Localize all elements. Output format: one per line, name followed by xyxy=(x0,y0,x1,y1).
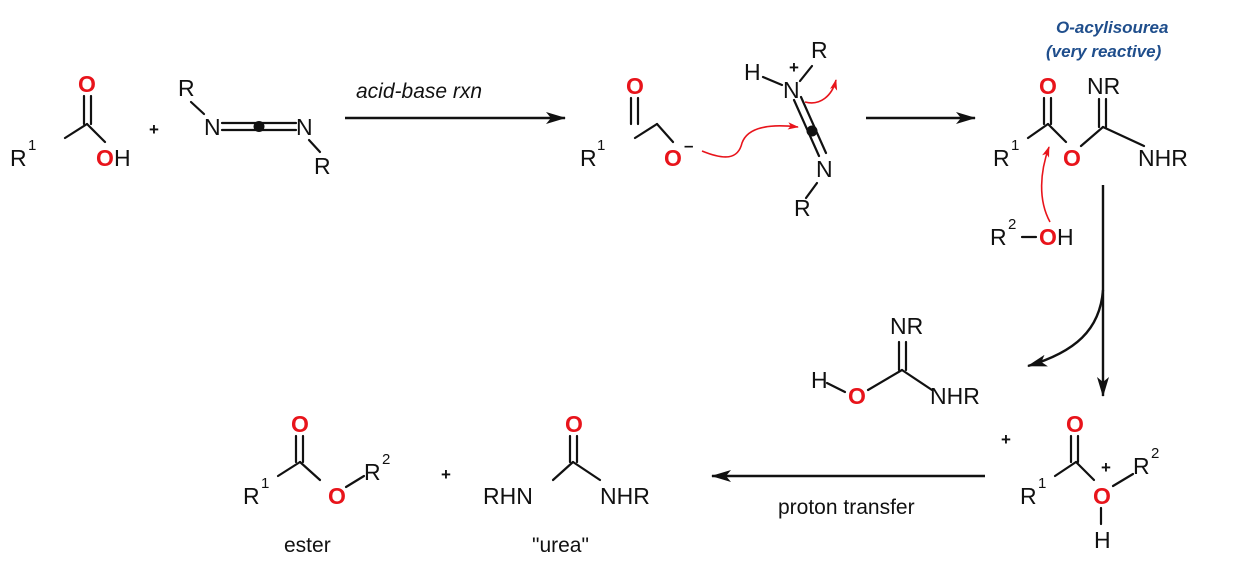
arrow-label-proton-transfer: proton transfer xyxy=(778,496,915,519)
alcohol: R 2 O H xyxy=(990,216,1074,250)
svg-text:N: N xyxy=(816,156,833,182)
svg-text:RHN: RHN xyxy=(483,483,533,509)
svg-text:R: R xyxy=(314,153,331,179)
negative-charge: – xyxy=(684,136,693,155)
positive-charge: + xyxy=(789,58,799,77)
o-acylisourea: O R 1 O NR NHR xyxy=(993,73,1188,171)
central-carbon-dot xyxy=(253,121,265,132)
isourea: NR H O NHR xyxy=(811,313,980,409)
svg-text:NHR: NHR xyxy=(1138,145,1188,171)
urea: O RHN NHR xyxy=(483,411,650,509)
svg-text:R: R xyxy=(1133,453,1150,479)
svg-text:N: N xyxy=(783,77,800,103)
carboxylate: O R 1 O – xyxy=(580,73,693,171)
svg-text:1: 1 xyxy=(1011,137,1019,154)
svg-text:1: 1 xyxy=(261,475,269,492)
alcohol-attack-arrow xyxy=(1040,146,1051,223)
svg-text:R: R xyxy=(1020,483,1037,509)
svg-text:N: N xyxy=(204,114,221,140)
svg-text:1: 1 xyxy=(28,137,36,154)
svg-text:R: R xyxy=(990,224,1007,250)
svg-text:R: R xyxy=(243,483,260,509)
r1-label: R xyxy=(10,145,27,171)
svg-text:NR: NR xyxy=(1087,73,1120,99)
svg-text:H: H xyxy=(744,59,761,85)
svg-text:O: O xyxy=(1066,411,1084,437)
svg-text:R: R xyxy=(811,37,828,63)
svg-text:R: R xyxy=(993,145,1010,171)
svg-text:N: N xyxy=(296,114,313,140)
svg-text:NR: NR xyxy=(890,313,923,339)
ester: O R 1 O R 2 xyxy=(243,411,390,509)
annotation-o-acylisourea: O-acylisourea xyxy=(1056,18,1168,37)
svg-text:H: H xyxy=(811,367,828,393)
annotation-very-reactive: (very reactive) xyxy=(1046,42,1162,61)
svg-text:O: O xyxy=(664,145,682,171)
svg-text:H: H xyxy=(1094,527,1111,553)
svg-text:+: + xyxy=(441,465,451,484)
nucleophilic-attack-arrow xyxy=(701,122,799,158)
svg-text:O: O xyxy=(1039,73,1057,99)
svg-text:O: O xyxy=(1039,224,1057,250)
svg-text:O: O xyxy=(565,411,583,437)
arrow-curved-byproduct xyxy=(1027,289,1105,368)
protonated-ester: O R 1 O + R 2 H xyxy=(1020,411,1159,553)
svg-text:1: 1 xyxy=(597,137,605,154)
svg-text:O: O xyxy=(848,383,866,409)
svg-text:NHR: NHR xyxy=(600,483,650,509)
electron-push-arrow xyxy=(804,79,838,104)
caption-urea: "urea" xyxy=(532,534,589,557)
carbodiimide: R N N R xyxy=(178,75,331,179)
svg-text:2: 2 xyxy=(1008,216,1016,233)
svg-text:+: + xyxy=(1001,430,1011,449)
carboxylic-acid: O R 1 O H xyxy=(10,71,131,171)
caption-ester: ester xyxy=(284,534,331,557)
svg-text:H: H xyxy=(1057,224,1074,250)
svg-text:O: O xyxy=(1093,483,1111,509)
svg-text:R: R xyxy=(580,145,597,171)
svg-text:R: R xyxy=(364,459,381,485)
carbonyl-oxygen: O xyxy=(78,71,96,97)
svg-text:R: R xyxy=(178,75,195,101)
plus-sign: + xyxy=(149,120,159,139)
hydroxyl-oxygen: O xyxy=(96,145,114,171)
svg-text:O: O xyxy=(626,73,644,99)
svg-text:H: H xyxy=(114,145,131,171)
svg-text:1: 1 xyxy=(1038,475,1046,492)
svg-text:2: 2 xyxy=(1151,445,1159,462)
svg-text:+: + xyxy=(1101,458,1111,477)
protonated-carbodiimide: H N + R N R xyxy=(744,37,833,221)
svg-text:O: O xyxy=(1063,145,1081,171)
svg-text:O: O xyxy=(291,411,309,437)
svg-text:NHR: NHR xyxy=(930,383,980,409)
arrow-label-acid-base: acid-base rxn xyxy=(356,80,482,103)
svg-text:O: O xyxy=(328,483,346,509)
svg-text:R: R xyxy=(794,195,811,221)
svg-text:2: 2 xyxy=(382,451,390,468)
